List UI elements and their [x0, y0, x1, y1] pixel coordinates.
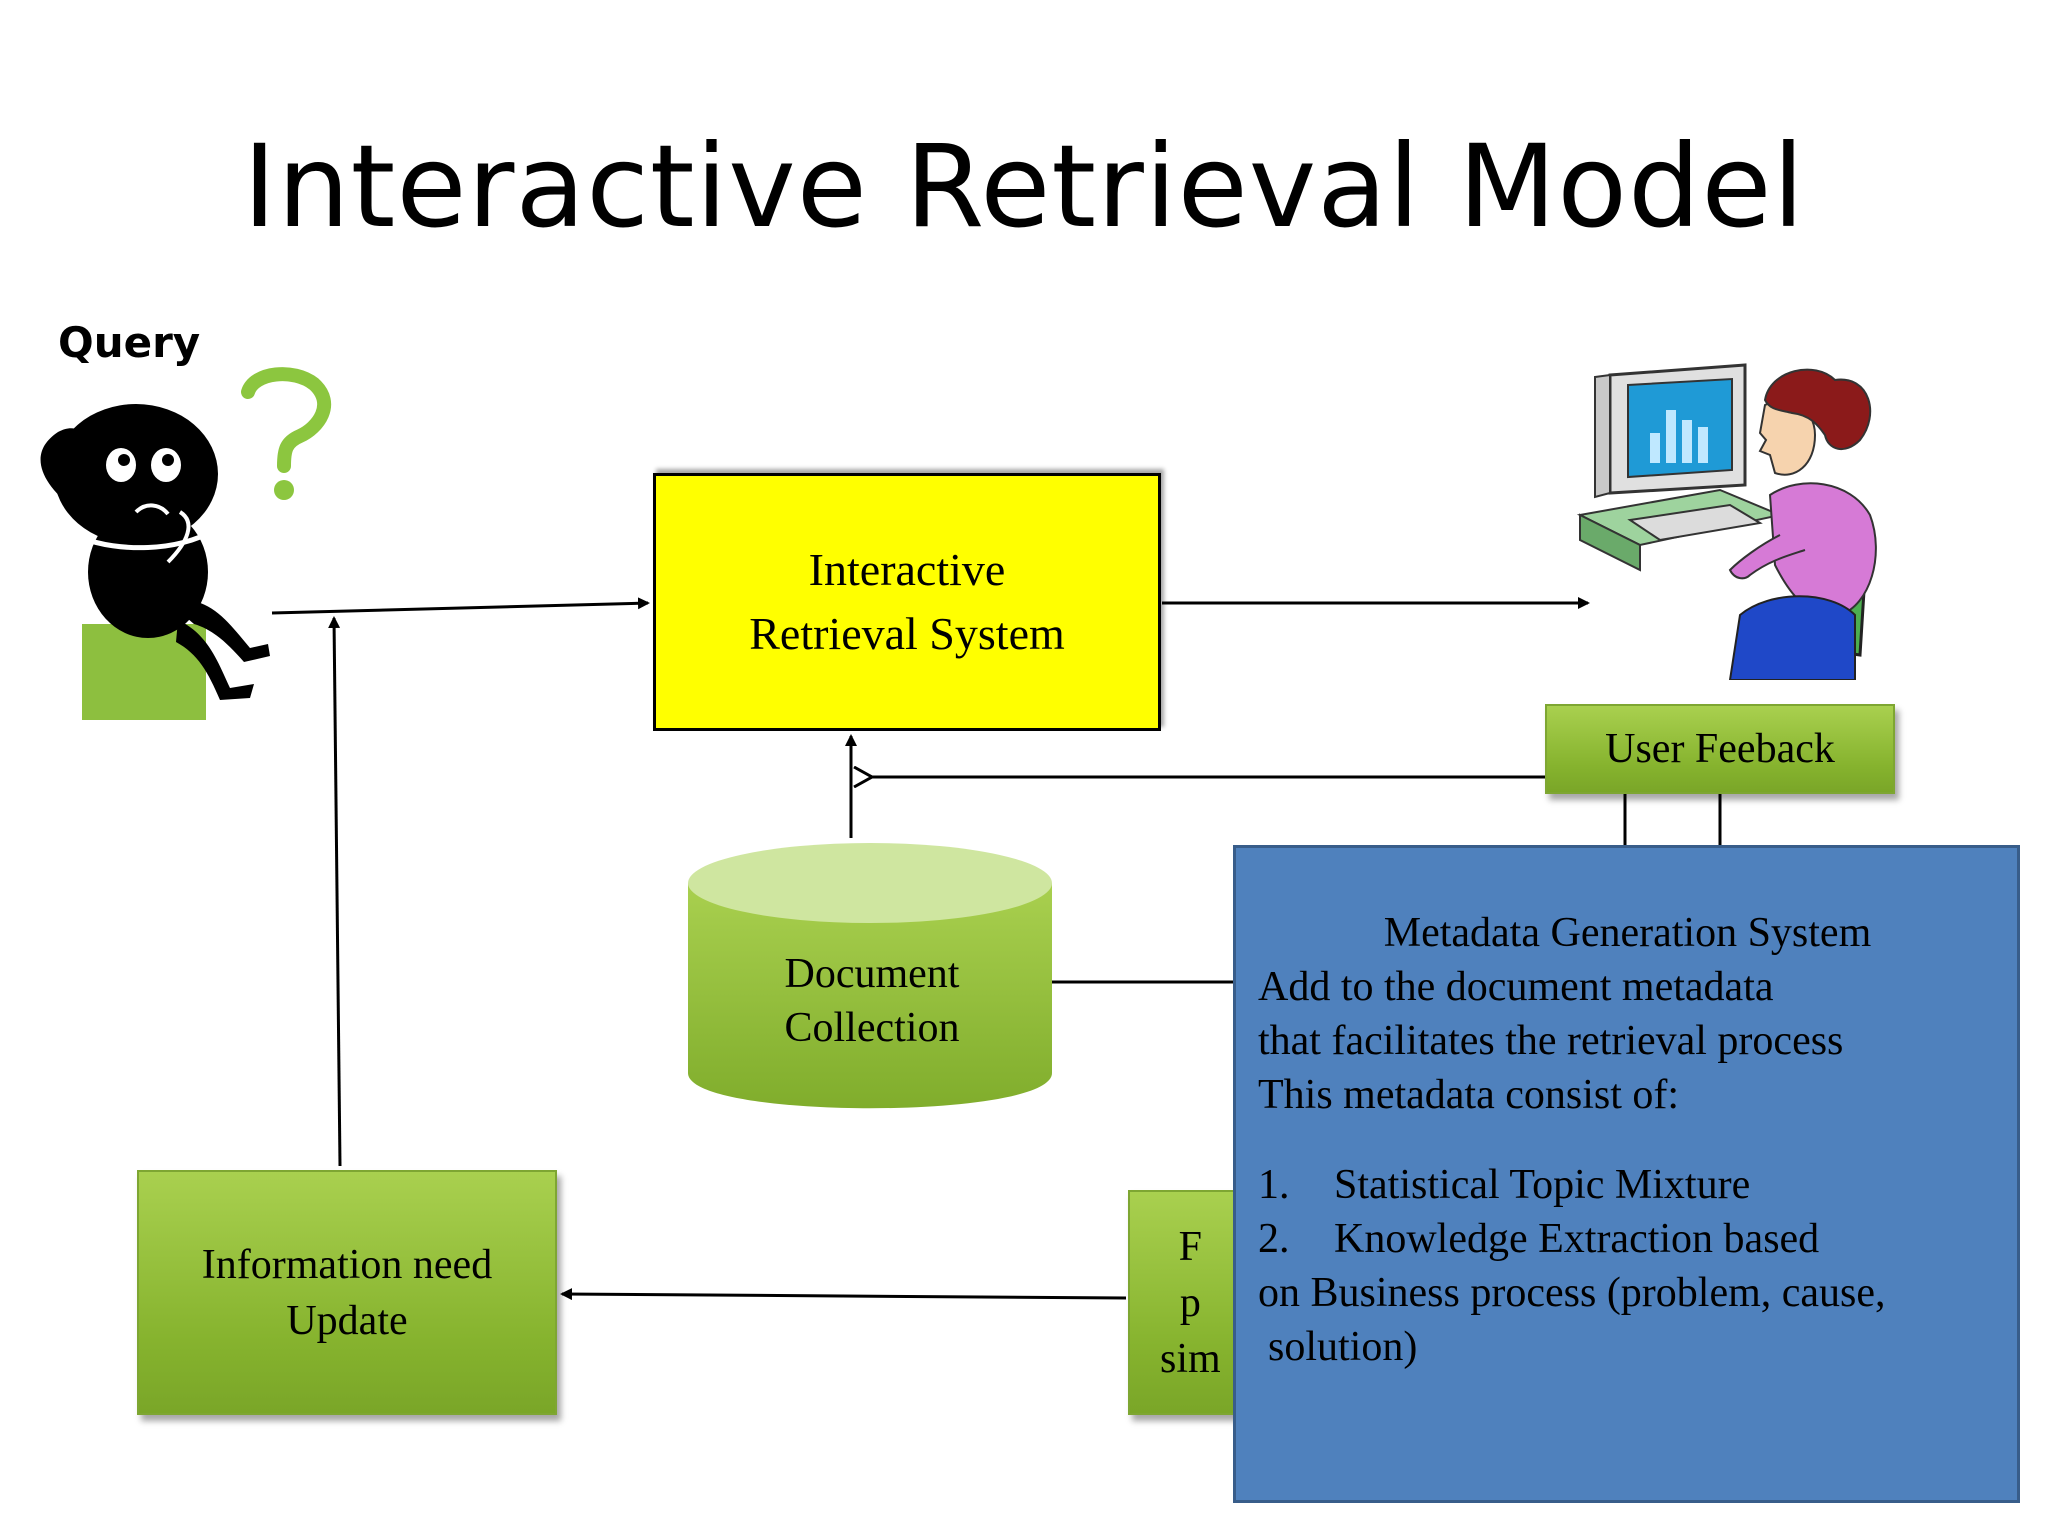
user-feedback-label: User Feeback [1605, 726, 1835, 772]
metadata-item-2: 2. Knowledge Extraction based [1258, 1212, 1997, 1266]
metadata-item-2-text: Knowledge Extraction based [1334, 1216, 1820, 1262]
query-label: Query [58, 318, 201, 367]
document-collection-label: Document Collection [687, 947, 1057, 1055]
hidden-box-line-1: F [1178, 1223, 1203, 1270]
info-need-line-2: Update [286, 1297, 408, 1344]
page-title: Interactive Retrieval Model [242, 120, 1806, 253]
irs-line-1: Interactive [808, 544, 1006, 595]
document-collection-line-1: Document [784, 951, 960, 997]
arrow-query-to-irs [271, 597, 650, 615]
document-collection-cylinder [688, 843, 1052, 1109]
thinking-person-icon [40, 367, 332, 720]
information-need-update-box: Information need Update [137, 1170, 557, 1415]
metadata-generation-system-box: Metadata Generation System Add to the do… [1233, 845, 2020, 1503]
metadata-item-2-number: 2. [1258, 1216, 1290, 1262]
hidden-box-line-3: sim [1160, 1335, 1221, 1382]
irs-line-2: Retrieval System [749, 608, 1065, 659]
metadata-item-1-number: 1. [1258, 1162, 1290, 1208]
hidden-box-line-2: p [1179, 1279, 1201, 1326]
metadata-tail-2: solution) [1268, 1324, 1418, 1370]
metadata-line-1: Add to the document metadata [1258, 964, 1774, 1010]
arrow-fp-to-update [560, 1288, 1127, 1301]
question-mark-icon [241, 367, 332, 500]
document-collection-line-2: Collection [784, 1005, 960, 1051]
info-need-line-1: Information need [201, 1241, 493, 1288]
arrow-update-to-query [328, 616, 342, 1167]
interactive-retrieval-system-box: Interactive Retrieval System [653, 473, 1161, 731]
metadata-heading: Metadata Generation System [1383, 910, 1872, 956]
metadata-tail-1: on Business process (problem, cause, [1258, 1270, 1886, 1316]
user-feedback-box: User Feeback [1545, 704, 1895, 794]
metadata-line-2: that facilitates the retrieval process [1258, 1018, 1844, 1064]
metadata-item-1-text: Statistical Topic Mixture [1334, 1162, 1751, 1208]
metadata-item-1: 1. Statistical Topic Mixture [1258, 1158, 1997, 1212]
metadata-line-3: This metadata consist of: [1258, 1072, 1680, 1118]
woman-at-computer-icon [1576, 363, 1877, 680]
hidden-process-box: F p sim [1128, 1190, 1238, 1415]
